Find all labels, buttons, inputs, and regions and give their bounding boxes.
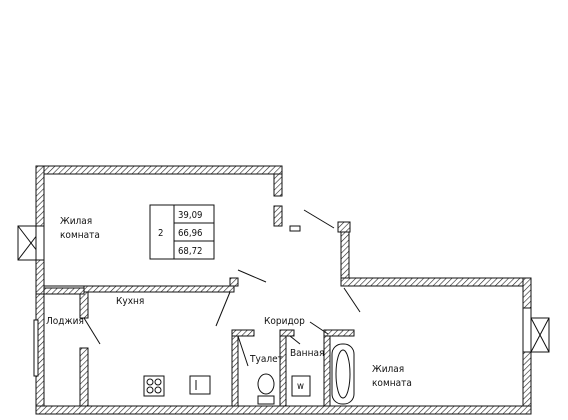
wall-kitchen-top — [83, 285, 235, 293]
wall-top-left — [35, 165, 283, 175]
door-bath — [289, 335, 301, 345]
wall-bath-top — [279, 329, 295, 337]
door-loggia — [83, 317, 101, 345]
legend-area-total: 66,96 — [178, 228, 202, 239]
stove-burner-3 — [146, 386, 154, 394]
stove-burner-2 — [154, 378, 162, 386]
wall-right-upper — [522, 277, 532, 309]
wall-pier-vertical — [340, 231, 350, 279]
stove-burner-1 — [146, 378, 154, 386]
wall-stub-top-right — [273, 173, 283, 197]
door-corridor-bath — [309, 321, 329, 335]
sink-icon — [189, 375, 211, 395]
wall-right-lower — [522, 351, 532, 413]
door-kitchen — [215, 291, 231, 327]
area-legend — [149, 204, 215, 260]
label-toilet: Туалет — [249, 354, 283, 365]
toilet-icon — [257, 373, 275, 395]
partition-living-kitchen — [229, 277, 239, 287]
window-right-cross-2 — [530, 317, 550, 353]
wall-toilet-top — [231, 329, 255, 337]
door-swings — [83, 209, 361, 367]
label-loggia: Лоджия — [46, 316, 84, 327]
stove-burner-4 — [154, 386, 162, 394]
wall-pier-middle — [337, 221, 351, 233]
window-left-sash — [35, 225, 45, 261]
wall-loggia-partition-lower — [79, 347, 89, 407]
wall-top-right — [340, 277, 532, 287]
wall-left-mid — [35, 259, 45, 295]
partitions — [44, 225, 301, 287]
label-living2-line2: комната — [372, 378, 412, 389]
wall-toilet-left — [231, 329, 239, 407]
toilet-tank-icon — [257, 395, 275, 405]
label-bath: Ванная — [290, 348, 324, 359]
exterior-walls — [35, 165, 532, 415]
wall-left-upper — [35, 165, 45, 227]
windows — [17, 225, 550, 377]
legend-box — [149, 204, 215, 260]
wall-bath-right — [323, 329, 331, 407]
legend-area-loggia: 68,72 — [178, 246, 202, 257]
wall-bath-top-right — [323, 329, 355, 337]
label-corridor: Коридор — [264, 316, 305, 327]
stove-icon — [143, 375, 165, 397]
washer-icon — [291, 375, 311, 397]
label-living2-line1: Жилая — [372, 364, 404, 375]
label-living1-line1: Жилая — [60, 216, 92, 227]
door-living1 — [237, 269, 267, 283]
washer-mark: w — [297, 381, 304, 392]
label-living1-line2: комната — [60, 230, 100, 241]
legend-rooms-count: 2 — [158, 228, 163, 239]
door-corridor-top — [303, 209, 335, 229]
room-labels: Жилая комната Кухня Лоджия Коридор Туале… — [46, 216, 412, 389]
wall-toilet-bath — [279, 329, 287, 407]
wall-bottom — [35, 405, 532, 415]
fixtures — [143, 343, 355, 405]
door-living2 — [343, 287, 361, 313]
bathtub-inner-icon — [335, 349, 351, 399]
window-loggia — [33, 319, 39, 377]
wall-stub-right-lower — [273, 205, 283, 227]
window-right-sash — [522, 307, 532, 353]
door-toilet — [237, 335, 249, 367]
wall-loggia-top — [43, 287, 85, 295]
door-stub — [289, 225, 301, 232]
label-kitchen: Кухня — [116, 296, 144, 307]
legend-area-living: 39,09 — [178, 210, 202, 221]
